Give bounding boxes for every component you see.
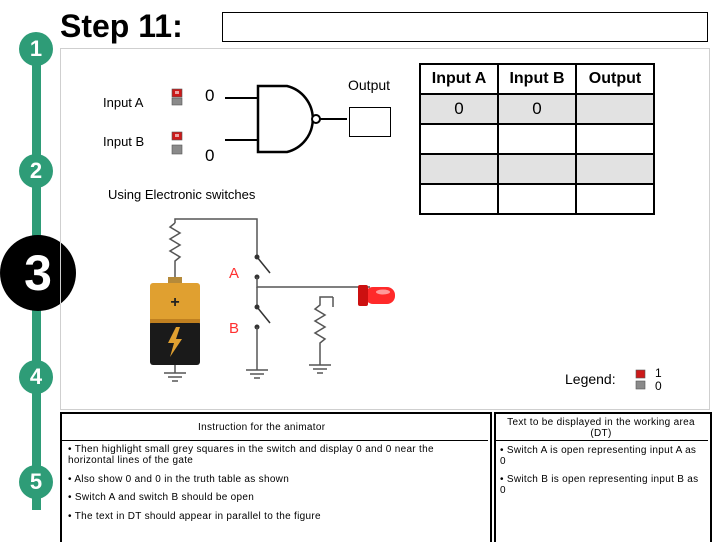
- table-cell: [575, 93, 655, 125]
- svg-text:+: +: [170, 294, 179, 311]
- input-a-label: Input A: [103, 95, 144, 110]
- switch-a-icon[interactable]: [170, 88, 184, 106]
- legend-label: Legend:: [565, 371, 616, 387]
- truth-table-header-input-b: Input B: [497, 63, 577, 95]
- circuit-caption: Using Electronic switches: [108, 187, 256, 202]
- title-input-box: [222, 12, 708, 42]
- table-cell: [419, 183, 499, 215]
- instruction-item: • Also show 0 and 0 in the truth table a…: [68, 474, 290, 485]
- table-cell: [575, 123, 655, 155]
- step-5-badge: 5: [19, 465, 53, 499]
- legend-switch-icon: [635, 369, 646, 390]
- table-cell: [497, 153, 577, 185]
- instruction-item: • Switch A and switch B should be open: [68, 492, 255, 503]
- output-box: [349, 107, 391, 137]
- step-2-badge: 2: [19, 154, 53, 188]
- switch-a-label: A: [229, 265, 240, 282]
- step-1-badge: 1: [19, 32, 53, 66]
- step-4-badge: 4: [19, 360, 53, 394]
- dt-item: • Switch B is open representing input B …: [500, 474, 699, 496]
- input-a-value: 0: [205, 86, 215, 105]
- switch-circuit-diagram: +: [150, 218, 395, 382]
- table-cell: [497, 123, 577, 155]
- table-cell: [419, 153, 499, 185]
- switch-b-label: B: [229, 320, 240, 337]
- instruction-item: • Then highlight small grey squares in t…: [68, 444, 434, 466]
- animator-instructions-box: [60, 412, 492, 542]
- switch-b-icon[interactable]: [170, 131, 184, 157]
- dt-title: Text to be displayed in the working area…: [507, 417, 695, 439]
- instruction-note: • The text in DT should appear in parall…: [68, 511, 321, 522]
- table-cell: [575, 183, 655, 215]
- step-3-badge: 3: [0, 235, 76, 311]
- table-cell: [575, 153, 655, 185]
- dt-item: • Switch A is open representing input A …: [500, 445, 697, 467]
- working-area: [60, 48, 710, 410]
- legend-on-value: 1: [655, 366, 662, 380]
- table-cell: 0: [419, 93, 499, 125]
- dt-header: [494, 412, 708, 441]
- input-b-value: 0: [205, 146, 215, 165]
- animator-instructions-header: [60, 412, 488, 441]
- table-cell: [419, 123, 499, 155]
- legend-off-value: 0: [655, 379, 662, 393]
- truth-table: Input A Input B Output 0 0: [419, 63, 655, 215]
- truth-table-header-input-a: Input A: [419, 63, 499, 95]
- nand-gate-diagram: [225, 84, 347, 154]
- dt-text-box: [494, 412, 712, 542]
- table-cell: 0: [497, 93, 577, 125]
- animator-instructions-title: Instruction for the animator: [198, 422, 326, 433]
- page-title: Step 11:: [60, 8, 183, 44]
- input-b-label: Input B: [103, 134, 145, 149]
- truth-table-header-output: Output: [575, 63, 655, 95]
- output-label: Output: [348, 77, 391, 93]
- table-cell: [497, 183, 577, 215]
